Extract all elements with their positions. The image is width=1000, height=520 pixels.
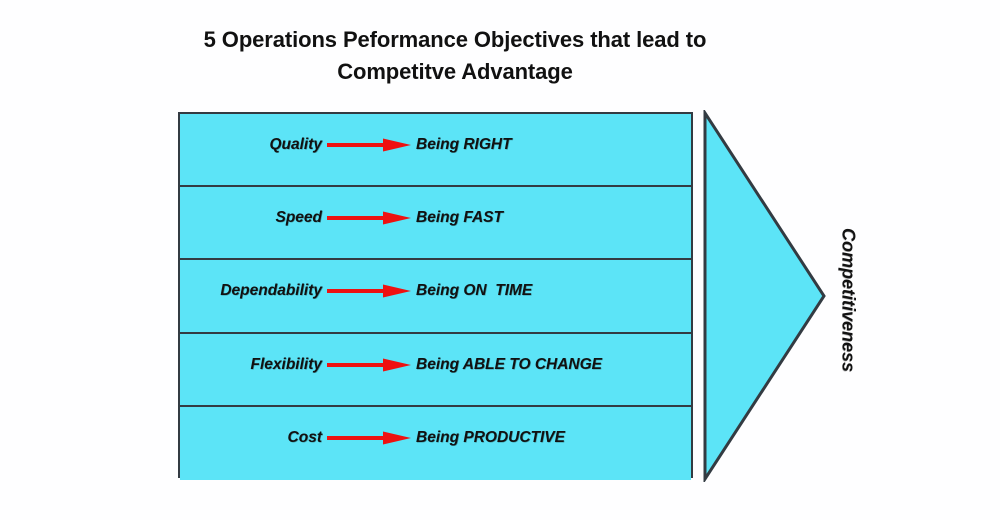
- objective-row-cost: Cost Being PRODUCTIVE: [180, 406, 691, 480]
- objective-row-quality: Quality Being RIGHT: [180, 114, 691, 188]
- objective-outcome: Being RIGHT: [416, 136, 512, 153]
- title-line-1: 5 Operations Peformance Objectives that …: [203, 27, 707, 52]
- objective-row-flexibility: Flexibility Being ABLE TO CHANGE: [180, 333, 691, 407]
- right-arrow-icon: [322, 281, 416, 301]
- objective-label: Speed: [275, 209, 322, 227]
- objective-label: Cost: [287, 428, 322, 446]
- objectives-table: Quality Being RIGHT Speed: [178, 112, 693, 480]
- right-arrow-icon: [322, 135, 416, 155]
- objective-outcome: Being FAST: [416, 209, 503, 227]
- objective-row-dependability: Dependability Being ON TIME: [180, 260, 691, 334]
- title-line-2: Competitve Advantage: [337, 59, 573, 84]
- competitiveness-triangle: [700, 110, 828, 482]
- right-arrow-icon: [322, 355, 416, 375]
- objective-outcome: Being ABLE TO CHANGE: [416, 355, 603, 373]
- objective-outcome: Being ON TIME: [416, 282, 533, 300]
- objective-label: Quality: [269, 136, 322, 153]
- right-arrow-icon: [322, 428, 416, 448]
- objective-row-speed: Speed Being FAST: [180, 187, 691, 261]
- competitiveness-label: Competitiveness: [838, 227, 859, 373]
- objective-label: Flexibility: [250, 355, 323, 373]
- page-title: 5 Operations Peformance Objectives that …: [0, 24, 910, 88]
- objective-outcome: Being PRODUCTIVE: [416, 428, 565, 446]
- right-arrow-icon: [322, 208, 416, 228]
- objective-label: Dependability: [220, 282, 322, 300]
